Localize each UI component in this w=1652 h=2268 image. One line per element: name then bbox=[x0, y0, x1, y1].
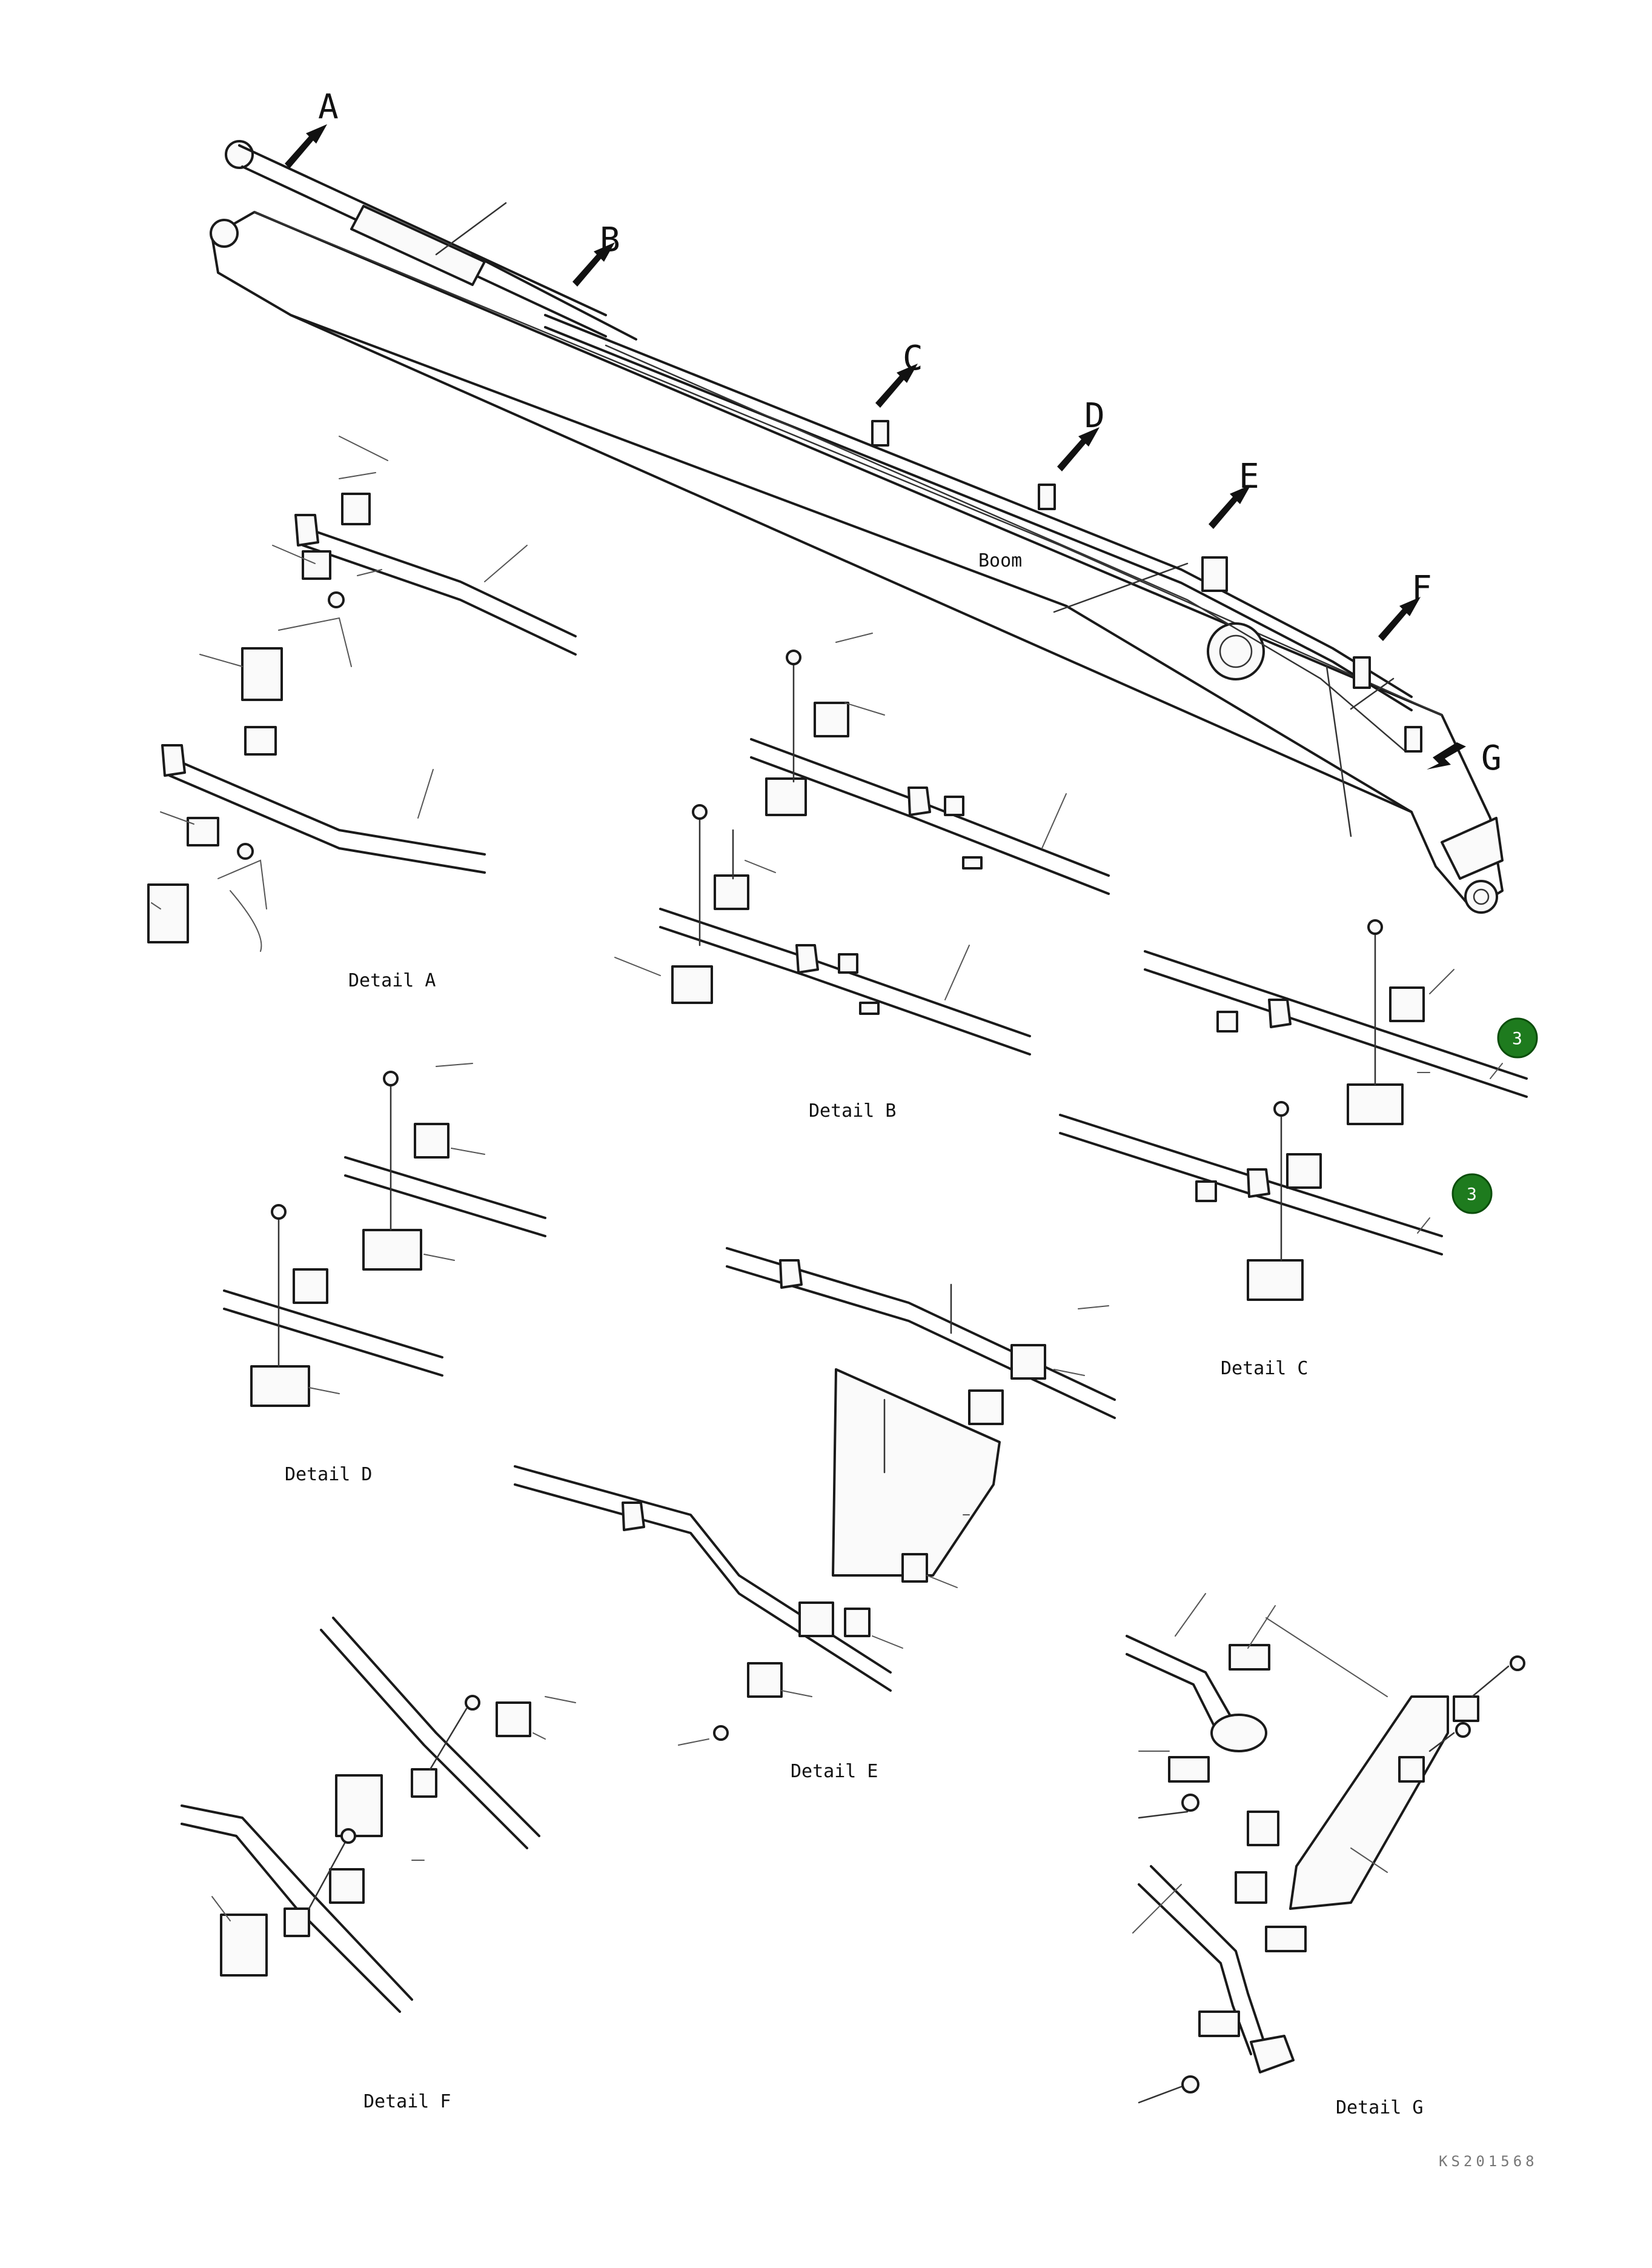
arrow-icon bbox=[1378, 597, 1421, 641]
detail-e-label: Detail E bbox=[791, 1761, 878, 1782]
detail-g-label: Detail G bbox=[1336, 2097, 1424, 2118]
callout-letter: A bbox=[318, 87, 339, 127]
callout-letter: D bbox=[1084, 396, 1105, 436]
detail-f-drawing bbox=[181, 1617, 576, 2013]
badge-number: 3 bbox=[1512, 1028, 1522, 1048]
detail-a-label: Detail A bbox=[348, 970, 436, 991]
arrow-icon bbox=[572, 242, 615, 287]
detail-g-drawing bbox=[1126, 1593, 1525, 2104]
arrow-icon bbox=[285, 124, 327, 168]
drawing-code: KS201568 bbox=[1439, 2153, 1538, 2170]
arrow-icon bbox=[875, 364, 918, 408]
callout-letters: A B C D E F G bbox=[318, 87, 1502, 778]
detail-c-drawing bbox=[1059, 919, 1528, 1301]
detail-f-label: Detail F bbox=[363, 2091, 451, 2112]
detail-a-drawing bbox=[147, 436, 577, 952]
boom-label: Boom bbox=[978, 550, 1022, 571]
arrow-icon bbox=[1057, 427, 1100, 471]
boom-assembly bbox=[210, 140, 1504, 914]
detail-b-label: Detail B bbox=[809, 1100, 897, 1122]
badge-3: 3 bbox=[1497, 1017, 1538, 1059]
detail-e-drawing bbox=[514, 1247, 1116, 1746]
badge-3: 3 bbox=[1451, 1173, 1493, 1214]
callout-letter: G bbox=[1481, 739, 1502, 778]
detail-d-drawing bbox=[223, 1063, 546, 1407]
detail-b-drawing bbox=[614, 633, 1110, 1056]
detail-c-label: Detail C bbox=[1221, 1358, 1309, 1379]
badge-number: 3 bbox=[1467, 1184, 1477, 1204]
badge-circle bbox=[1451, 1173, 1493, 1214]
badge-circle bbox=[1497, 1017, 1538, 1059]
arrow-icon bbox=[1209, 485, 1251, 529]
detail-d-label: Detail D bbox=[285, 1464, 373, 1485]
callout-arrows bbox=[285, 124, 1466, 770]
arrow-icon bbox=[1427, 742, 1466, 770]
